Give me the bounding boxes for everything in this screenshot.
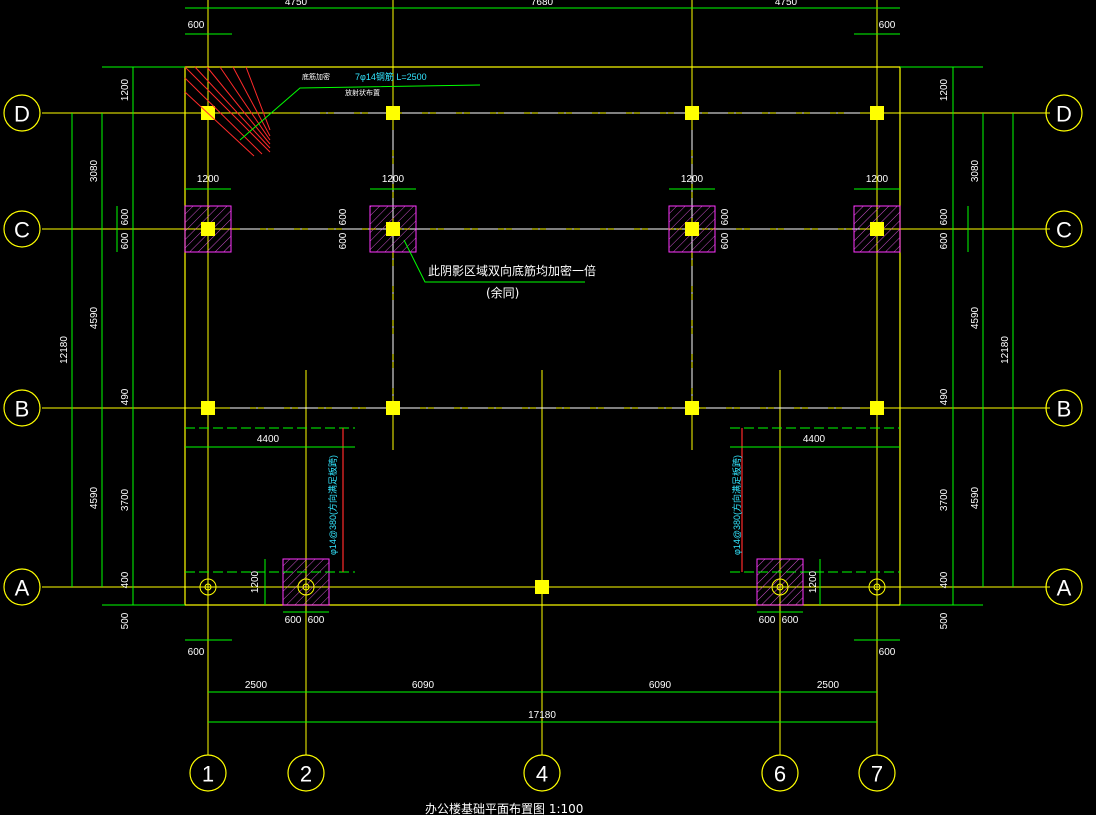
corner-note-b: 7φ14钢筋 L=2500 xyxy=(355,71,427,82)
axis-label-a-left: A xyxy=(15,576,30,601)
axis-label-6: 6 xyxy=(774,762,786,787)
dim-right-pad1: 600 xyxy=(939,208,950,225)
dim-right-a-off: 400 xyxy=(939,571,950,588)
dim-right-top-ext: 1200 xyxy=(939,78,950,101)
axis-label-b-right: B xyxy=(1057,397,1072,422)
dim-right-pad2: 600 xyxy=(939,232,950,249)
hatch-leader xyxy=(403,239,585,283)
axis-label-d-right: D xyxy=(1056,102,1072,127)
dim-left-bottom-ext: 500 xyxy=(120,612,131,629)
axis-label-4: 4 xyxy=(536,762,548,787)
corner-leader xyxy=(239,84,481,141)
dim-top-edge-left: 600 xyxy=(188,20,205,31)
axis-label-2: 2 xyxy=(300,762,312,787)
corner-note-a: 底筋加密 xyxy=(302,72,330,81)
dim-bottom-seg2: 6090 xyxy=(412,680,435,691)
pad-c2-h1: 600 xyxy=(338,208,349,225)
axis-bubbles xyxy=(3,94,1083,792)
pad-c2-h2: 600 xyxy=(338,232,349,249)
pit-pad-w1-right: 600 xyxy=(759,615,776,626)
hatch-note-line2: (余同) xyxy=(486,285,519,300)
dim-left-pad2: 600 xyxy=(120,232,131,249)
rebar-note-left: φ14@380(方向满足板跨) xyxy=(327,455,338,555)
dim-left-b-off: 490 xyxy=(120,388,131,405)
pit-rebar-left: φ14@380(方向满足板跨) xyxy=(185,427,355,573)
round-piles xyxy=(199,578,886,596)
dim-right-dc: 3080 xyxy=(970,159,981,182)
pad-width-3: 1200 xyxy=(681,174,704,185)
dim-top-right: 4750 xyxy=(775,0,798,8)
dimension-lines xyxy=(71,7,1014,723)
axis-label-a-right: A xyxy=(1057,576,1072,601)
pad-width-4: 1200 xyxy=(866,174,889,185)
axis-label-c-right: C xyxy=(1056,218,1072,243)
dim-bottom-seg1: 2500 xyxy=(245,680,268,691)
pit-width-left: 4400 xyxy=(257,434,280,445)
corner-radial-rebar xyxy=(184,66,271,157)
dim-bottom-edge-left: 600 xyxy=(188,647,205,658)
pad-width-1: 1200 xyxy=(197,174,220,185)
dim-left-cb: 4590 xyxy=(89,306,100,329)
pad-width-2: 1200 xyxy=(382,174,405,185)
pit-rebar-right: φ14@380(方向满足板跨) xyxy=(730,427,900,573)
dim-left-dc: 3080 xyxy=(89,159,100,182)
pit-width-right: 4400 xyxy=(803,434,826,445)
pit-pad-w2-right: 600 xyxy=(782,615,799,626)
dim-right-cb: 4590 xyxy=(970,306,981,329)
pit-pad-h-left: 1200 xyxy=(250,570,261,593)
pit-pad-h-right: 1200 xyxy=(808,570,819,593)
axis-label-b-left: B xyxy=(15,397,30,422)
dim-top-edge-right: 600 xyxy=(879,20,896,31)
axis-label-7: 7 xyxy=(871,762,883,787)
rebar-note-right: φ14@380(方向满足板跨) xyxy=(731,455,742,555)
horizontal-grid-lines xyxy=(42,112,1050,588)
dim-left-top-ext: 1200 xyxy=(120,78,131,101)
dim-bottom-seg4: 2500 xyxy=(817,680,840,691)
axis-label-c-left: C xyxy=(14,218,30,243)
dim-left-ba: 4590 xyxy=(89,486,100,509)
pit-pad-w2-left: 600 xyxy=(308,615,325,626)
dim-left-total: 12180 xyxy=(59,336,70,364)
dim-left-a-off: 400 xyxy=(120,571,131,588)
dim-right-total: 12180 xyxy=(1000,336,1011,364)
pad-c6-h1: 600 xyxy=(720,208,731,225)
axis-label-d-left: D xyxy=(14,102,30,127)
dim-right-b-off: 490 xyxy=(939,388,950,405)
dim-right-ba: 4590 xyxy=(970,486,981,509)
pit-pad-w1-left: 600 xyxy=(285,615,302,626)
axis-label-1: 1 xyxy=(202,762,214,787)
dim-left-pad1: 600 xyxy=(120,208,131,225)
dim-bottom-edge-right: 600 xyxy=(879,647,896,658)
pad-c6-h2: 600 xyxy=(720,232,731,249)
drawing-title: 办公楼基础平面布置图 1:100 xyxy=(425,801,583,815)
dim-bottom-seg3: 6090 xyxy=(649,680,672,691)
dim-bottom-total: 17180 xyxy=(528,710,556,721)
dim-left-3700: 3700 xyxy=(120,488,131,511)
hatched-pads xyxy=(184,205,901,606)
interior-center-lines xyxy=(230,112,860,409)
dim-top-left: 4750 xyxy=(285,0,308,8)
corner-note-c: 放射状布置 xyxy=(345,88,380,97)
hatch-note-line1: 此阴影区域双向底筋均加密一倍 xyxy=(428,263,596,278)
dim-right-3700: 3700 xyxy=(939,488,950,511)
dim-right-bottom-ext: 500 xyxy=(939,612,950,629)
dim-top-mid: 7680 xyxy=(531,0,554,8)
